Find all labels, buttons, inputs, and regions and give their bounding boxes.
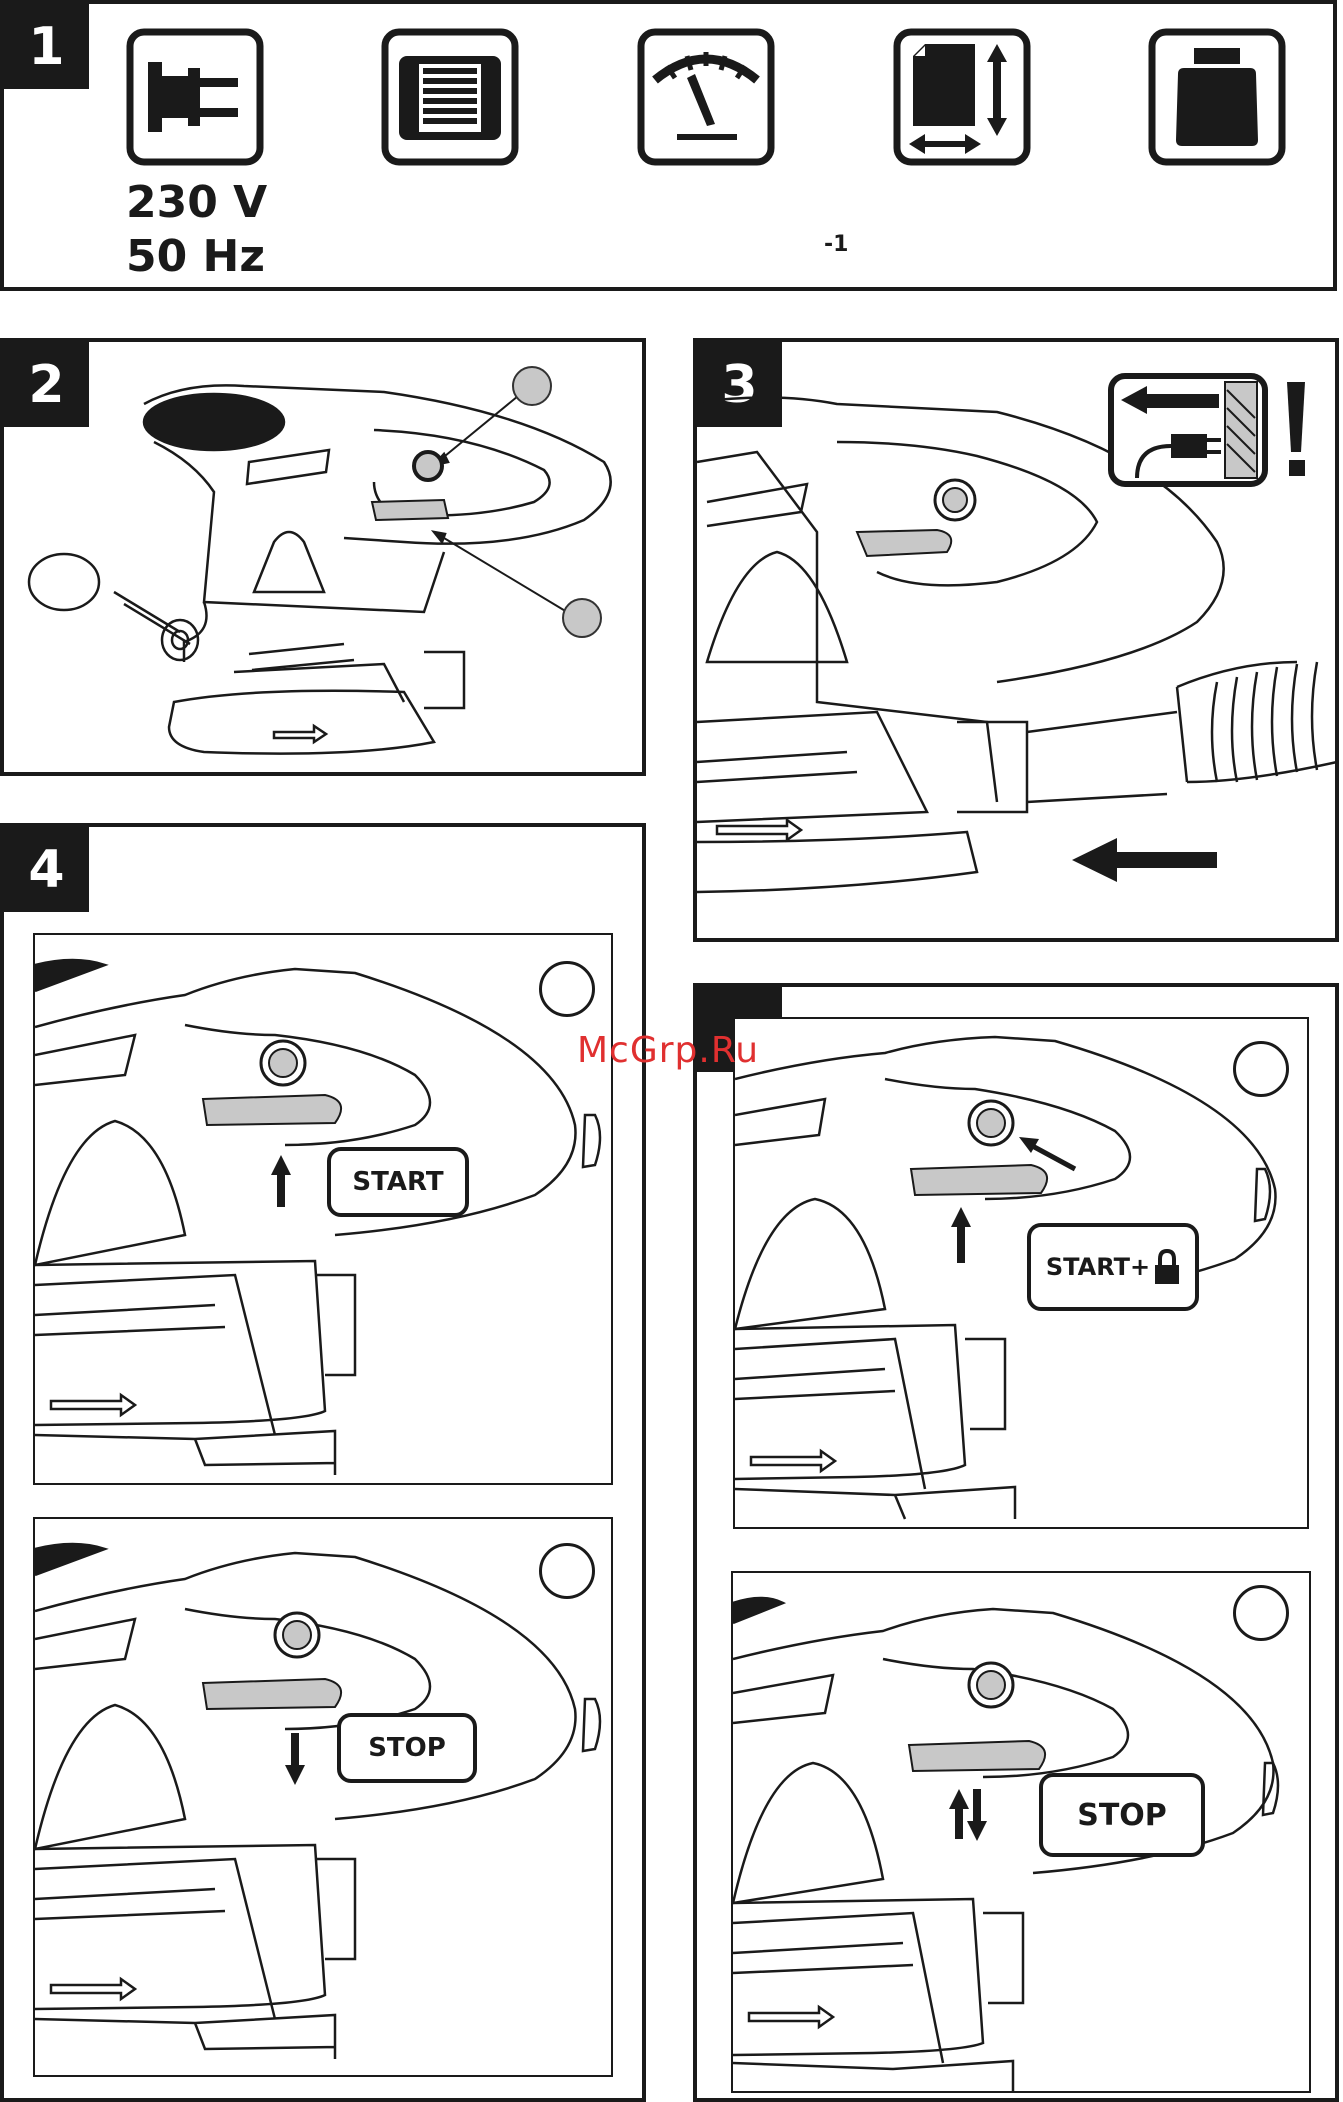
sander-switch-illustration xyxy=(35,1519,613,2077)
watermark: McGrp.Ru xyxy=(577,1030,759,1071)
start-lock-label: START+ xyxy=(1027,1223,1199,1311)
start-label: START xyxy=(327,1147,469,1217)
panel-5: START+ xyxy=(693,983,1339,2102)
dust-hose-connection-illustration xyxy=(697,342,1343,946)
sander-side-view-illustration xyxy=(4,342,650,780)
start-lock-subpanel: START+ xyxy=(733,1017,1309,1529)
status-circle xyxy=(539,961,595,1017)
lock-icon xyxy=(1154,1249,1180,1285)
panel-1: 1 xyxy=(0,0,1337,291)
weight-icon xyxy=(1148,28,1286,166)
start-lock-text: START+ xyxy=(1046,1253,1150,1281)
callout-marker xyxy=(512,366,552,406)
panel-2: 2 xyxy=(0,338,646,776)
start-subpanel: START xyxy=(33,933,613,1485)
panel-4: 4 START xyxy=(0,823,646,2102)
plug-icon xyxy=(126,28,264,166)
panel-number: 4 xyxy=(4,827,89,912)
motor-icon xyxy=(381,28,519,166)
frequency-label: 50 Hz xyxy=(126,230,265,284)
stop-subpanel: STOP xyxy=(731,1571,1311,2093)
panel-3: 3 xyxy=(693,338,1339,942)
sanding-pad-size-icon xyxy=(893,28,1031,166)
status-circle xyxy=(1233,1585,1289,1641)
gauge-icon xyxy=(637,28,775,166)
sander-switch-illustration xyxy=(35,935,613,1485)
callout-marker xyxy=(562,598,602,638)
panel-number: 1 xyxy=(4,4,89,89)
status-circle xyxy=(539,1543,595,1599)
voltage-label: 230 V xyxy=(126,176,267,230)
status-circle xyxy=(1233,1041,1289,1097)
stop-subpanel: STOP xyxy=(33,1517,613,2077)
sander-switch-illustration xyxy=(735,1019,1309,1529)
stop-label: STOP xyxy=(337,1713,477,1783)
stop-label: STOP xyxy=(1039,1773,1205,1857)
speed-unit-label: -1 xyxy=(824,232,848,257)
sander-switch-illustration xyxy=(733,1573,1311,2093)
